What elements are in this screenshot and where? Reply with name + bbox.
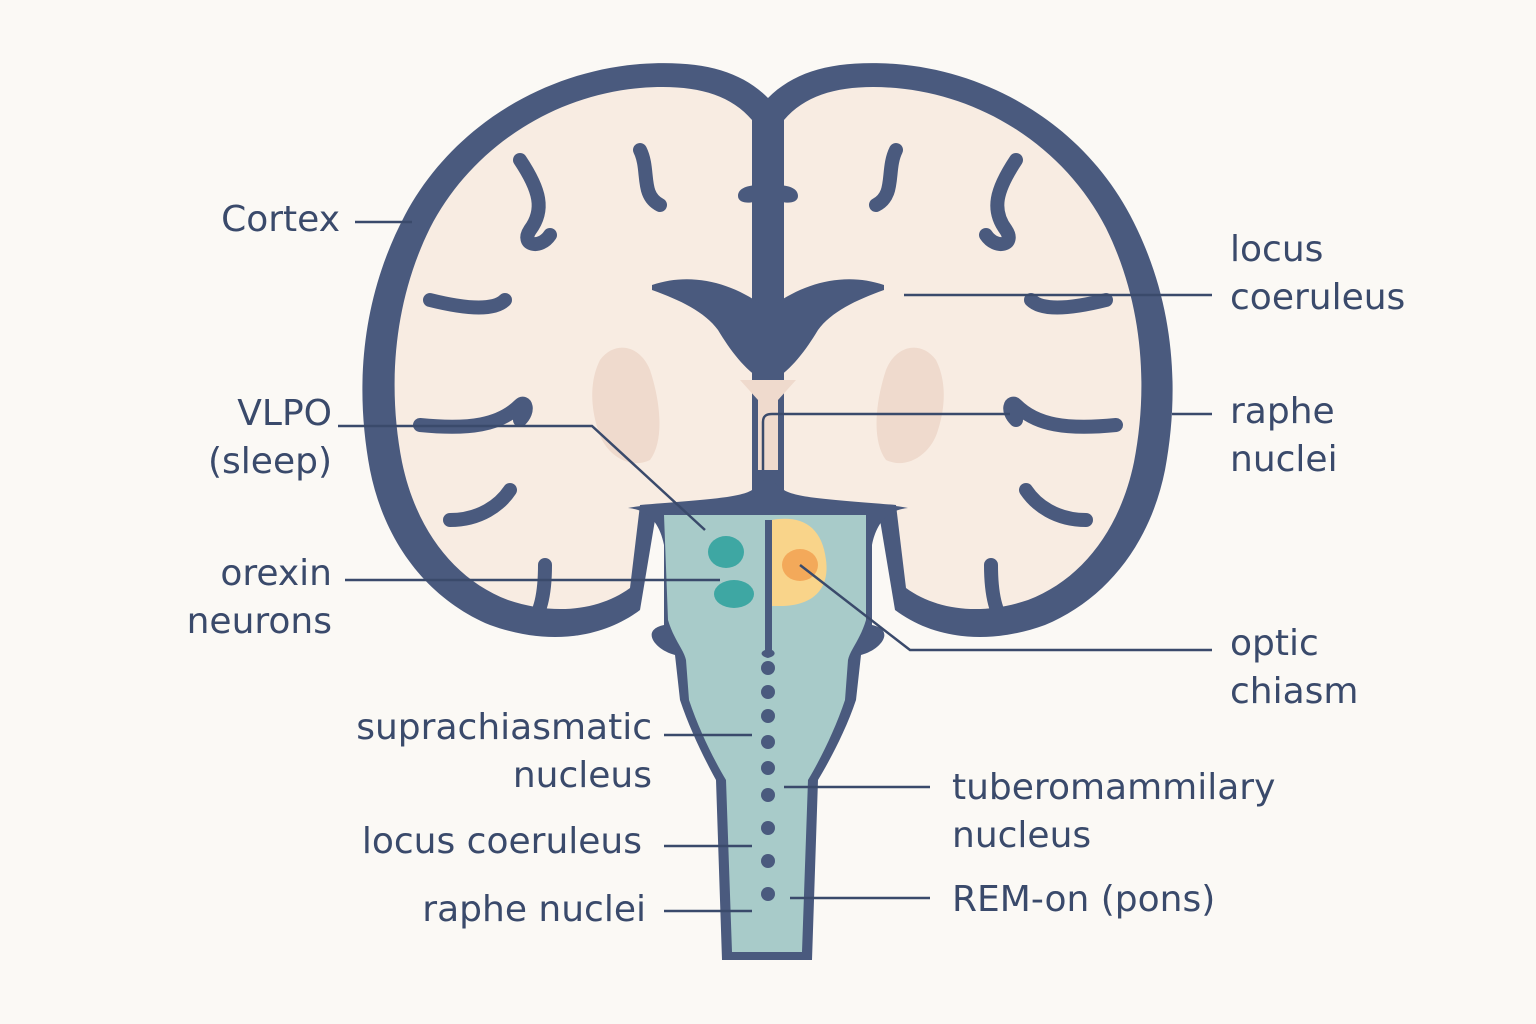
right-hemisphere-tissue [784, 87, 1142, 610]
label-raphe-nuclei-left: raphe nuclei [330, 886, 646, 934]
brainstem-midline-dot [761, 685, 775, 699]
label-scn-line1: suprachiasmatic [356, 707, 652, 748]
label-scn-line2: nucleus [512, 755, 652, 796]
brainstem-tissue [664, 515, 866, 952]
label-raphe-right-line2: nuclei [1230, 439, 1338, 480]
label-orexin-line2: neurons [186, 601, 332, 642]
brainstem-midline-dot [761, 854, 775, 868]
brainstem-midline-dot [761, 761, 775, 775]
sulcus [633, 143, 667, 212]
label-rem-on-text: REM-on (pons) [952, 879, 1216, 920]
deep-gray-matter-left [592, 347, 660, 464]
brainstem-midline-dot [761, 887, 775, 901]
lateral-ventricle-left [652, 279, 762, 380]
teal-nucleus-lower [714, 580, 754, 608]
label-locus-right-line1: locus [1230, 229, 1324, 270]
label-locus-left-text: locus coeruleus [361, 821, 642, 862]
brainstem-midline-dot [761, 821, 775, 835]
sulcus [979, 153, 1023, 251]
label-vlpo: VLPO (sleep) [140, 390, 332, 486]
label-tmn-line1: tuberomammilary [952, 767, 1276, 808]
label-optic-line1: optic [1230, 623, 1319, 664]
sulcus [443, 483, 517, 527]
label-vlpo-line1: VLPO [237, 393, 332, 434]
sulcus [869, 143, 903, 212]
label-locus-right-line2: coeruleus [1230, 277, 1406, 318]
label-raphe-nuclei-right: raphe nuclei [1230, 388, 1430, 484]
septal-leader [761, 412, 1010, 470]
label-optic-chiasm: optic chiasm [1230, 620, 1430, 716]
label-cortex: Cortex [140, 196, 340, 244]
label-rem-on: REM-on (pons) [952, 876, 1252, 924]
leader-optic [799, 564, 1212, 652]
sulcus [1019, 483, 1093, 527]
label-optic-line2: chiasm [1230, 671, 1359, 712]
deep-gray-matter-right [876, 347, 944, 464]
label-tmn-line2: nucleus [952, 815, 1092, 856]
label-vlpo-line2: (sleep) [208, 441, 332, 482]
label-orexin-line1: orexin [220, 553, 332, 594]
teal-nucleus-upper [708, 536, 744, 568]
sulcus [984, 558, 1013, 632]
third-ventricle [754, 480, 780, 506]
brainstem-midline-dot [761, 709, 775, 723]
label-raphe-left-text: raphe nuclei [422, 889, 646, 930]
sulcus [423, 293, 512, 315]
leader-vlpo [338, 424, 706, 531]
label-locus-coeruleus-right: locus coeruleus [1230, 226, 1490, 322]
brainstem-midline-dot [761, 661, 775, 675]
sulcus [1003, 396, 1123, 434]
brainstem-midline-dot [761, 788, 775, 802]
lateral-ventricle-right [774, 279, 884, 380]
label-cortex-text: Cortex [221, 199, 340, 240]
septum [740, 380, 796, 470]
sulcus [1024, 293, 1113, 315]
longitudinal-fissure [738, 100, 798, 250]
brainstem-midline-dot [761, 735, 775, 749]
label-orexin: orexin neurons [130, 550, 332, 646]
label-suprachiasmatic-nucleus: suprachiasmatic nucleus [300, 704, 652, 800]
label-tuberomammilary-nucleus: tuberomammilary nucleus [952, 764, 1292, 860]
label-raphe-right-line1: raphe [1230, 391, 1335, 432]
left-hemisphere-tissue [394, 87, 752, 610]
sulcus [513, 153, 557, 251]
sulcus [523, 558, 552, 632]
midline-sulcus [761, 520, 775, 658]
label-locus-coeruleus-left: locus coeruleus [300, 818, 642, 866]
